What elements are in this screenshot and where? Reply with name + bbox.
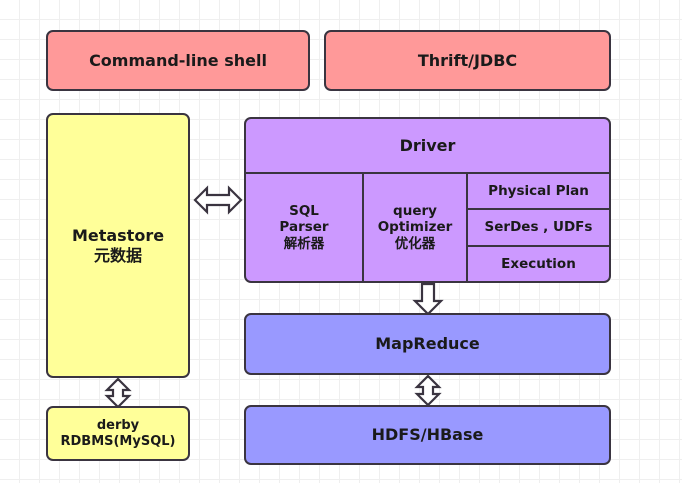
node-driver[interactable]: Driver SQL Parser 解析器 query Optimizer 优化…	[244, 117, 611, 283]
node-sql-parser-line1: SQL	[289, 203, 319, 220]
node-driver-right-column: Physical Plan SerDes , UDFs Execution	[468, 174, 609, 281]
node-derby-rdbms[interactable]: derby RDBMS(MySQL)	[46, 406, 190, 461]
node-physical-plan[interactable]: Physical Plan	[468, 174, 609, 211]
node-metastore[interactable]: Metastore 元数据	[46, 113, 190, 378]
node-query-optimizer-line1: query	[393, 203, 437, 220]
node-derby-label-line2: RDBMS(MySQL)	[60, 433, 176, 449]
node-serdes-udfs[interactable]: SerDes , UDFs	[468, 210, 609, 247]
node-driver-label: Driver	[399, 135, 456, 155]
node-command-line-shell[interactable]: Command-line shell	[46, 30, 310, 91]
node-derby-label-line1: derby	[96, 417, 140, 433]
node-query-optimizer-line3: 优化器	[394, 235, 436, 252]
node-hdfs-hbase-label: HDFS/HBase	[371, 425, 484, 445]
node-metastore-label-en: Metastore	[71, 226, 165, 246]
node-execution[interactable]: Execution	[468, 247, 609, 281]
node-hdfs-hbase[interactable]: HDFS/HBase	[244, 405, 611, 465]
node-driver-body: SQL Parser 解析器 query Optimizer 优化器 Physi…	[246, 174, 609, 281]
bidirectional-horizontal-arrow-icon	[193, 182, 243, 218]
node-sql-parser-line2: Parser	[279, 219, 329, 236]
node-sql-parser-line3: 解析器	[283, 235, 325, 252]
node-thrift-jdbc-label: Thrift/JDBC	[417, 50, 518, 70]
node-driver-header: Driver	[246, 119, 609, 174]
bidirectional-vertical-arrow-icon-metastore-derby	[103, 378, 133, 408]
node-query-optimizer-line2: Optimizer	[377, 219, 453, 236]
node-metastore-label-cn: 元数据	[93, 245, 142, 265]
node-execution-label: Execution	[501, 255, 576, 272]
down-arrow-icon-driver-mapreduce	[412, 283, 444, 315]
bidirectional-vertical-arrow-icon-mapreduce-hdfs	[413, 375, 443, 406]
node-mapreduce-label: MapReduce	[375, 334, 480, 354]
node-thrift-jdbc[interactable]: Thrift/JDBC	[324, 30, 611, 91]
node-mapreduce[interactable]: MapReduce	[244, 313, 611, 375]
node-query-optimizer[interactable]: query Optimizer 优化器	[364, 174, 468, 281]
node-physical-plan-label: Physical Plan	[488, 183, 589, 200]
node-sql-parser[interactable]: SQL Parser 解析器	[246, 174, 364, 281]
node-serdes-udfs-label: SerDes , UDFs	[484, 219, 593, 236]
node-command-line-shell-label: Command-line shell	[89, 50, 267, 70]
